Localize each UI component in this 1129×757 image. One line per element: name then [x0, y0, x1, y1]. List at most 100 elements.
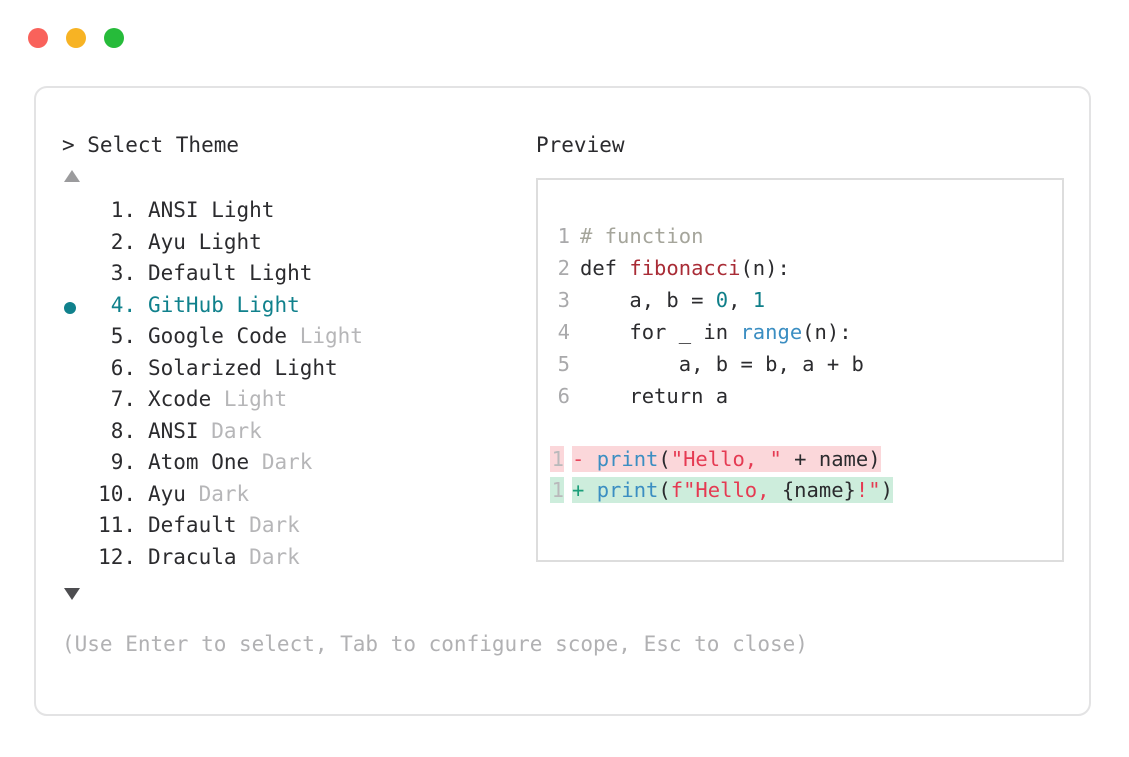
- window-traffic-lights: [28, 28, 124, 48]
- theme-item-index: 6.: [110, 355, 136, 380]
- selection-bullet-slot: [62, 545, 92, 577]
- theme-item-index: 4.: [110, 292, 136, 317]
- code-token: (: [658, 447, 671, 471]
- line-number: 2: [557, 256, 570, 280]
- diff-line-del: 1- print("Hello, " + name): [538, 446, 1062, 477]
- triangle-down-icon[interactable]: [64, 588, 80, 600]
- selection-bullet-slot: [62, 356, 92, 388]
- theme-item-index: 9.: [110, 450, 136, 474]
- code-token: def: [580, 256, 630, 280]
- theme-list-pane: > Select Theme 1. ANSI Light 2. Ayu Light 3.…: [62, 132, 502, 600]
- code-token: range: [740, 320, 803, 344]
- diff-line-add: 1+ print(f"Hello, {name}!"): [538, 477, 1062, 508]
- theme-item-name: ANSI: [148, 418, 199, 443]
- selection-bullet-slot: [62, 261, 92, 293]
- triangle-up-icon[interactable]: [64, 170, 80, 182]
- theme-item-variant: Light: [223, 387, 288, 411]
- theme-item-variant: Light: [236, 292, 300, 317]
- code-token: "Hello, ": [670, 447, 782, 471]
- spacer: [287, 324, 300, 348]
- selection-bullet-slot: [62, 230, 92, 262]
- theme-item-index: 2.: [110, 229, 136, 254]
- spacer: [237, 261, 250, 285]
- code-token: a, b =: [580, 288, 716, 312]
- theme-list-item[interactable]: 11.Default Dark: [62, 513, 502, 545]
- spacer: [237, 513, 250, 537]
- selection-bullet-slot: [62, 324, 92, 356]
- theme-list-item[interactable]: 10.Ayu Dark: [62, 482, 502, 514]
- theme-item-name: Ayu: [148, 229, 186, 254]
- code-line-text: for _ in range(n):: [580, 320, 851, 344]
- diff-line-content: - print("Hello, " + name): [572, 446, 881, 472]
- theme-item-variant: Light: [198, 229, 262, 254]
- theme-list-item[interactable]: 3.Default Light: [62, 261, 502, 293]
- code-token: f"Hello,: [670, 478, 782, 502]
- theme-item-name: Xcode: [148, 387, 212, 411]
- theme-list-item[interactable]: 9.Atom One Dark: [62, 450, 502, 482]
- theme-item-index: 3.: [110, 261, 136, 285]
- selection-bullet-slot: [62, 419, 92, 451]
- code-token: return a: [580, 384, 729, 408]
- code-token: a, b = b, a + b: [580, 352, 864, 376]
- code-token: fibonacci: [629, 256, 741, 280]
- maximize-button[interactable]: [104, 28, 124, 48]
- code-line: 2 def fibonacci(n):: [538, 256, 1062, 288]
- selection-bullet-slot: [62, 387, 92, 419]
- theme-list-item[interactable]: 2. Ayu Light: [62, 230, 502, 262]
- spacer: [249, 450, 262, 474]
- theme-list-item[interactable]: 8.ANSI Dark: [62, 419, 502, 451]
- code-token: 0: [715, 288, 729, 312]
- theme-item-variant: Light: [274, 355, 338, 380]
- theme-item-index: 8.: [110, 418, 136, 443]
- code-token: + name): [781, 447, 881, 471]
- code-token: for _ in: [580, 320, 741, 344]
- theme-item-variant: Dark: [249, 513, 300, 537]
- line-number: 6: [557, 384, 570, 408]
- theme-list-item[interactable]: 6. Solarized Light: [62, 356, 502, 388]
- theme-item-name: Solarized: [148, 355, 262, 380]
- code-token: print: [596, 478, 659, 502]
- code-line: 6 return a: [538, 384, 1062, 416]
- code-token: ,: [728, 288, 753, 312]
- theme-item-index: 7.: [110, 387, 136, 411]
- code-token: {name}: [781, 478, 856, 502]
- theme-list-item[interactable]: 7. Xcode Light: [62, 387, 502, 419]
- code-line-text: def fibonacci(n):: [580, 256, 790, 280]
- preview-label: Preview: [536, 133, 625, 157]
- code-token: ): [880, 478, 893, 502]
- code-token: (n):: [740, 256, 790, 280]
- code-token: print: [596, 447, 659, 471]
- theme-item-name: Dracula: [148, 544, 237, 569]
- theme-item-name: Default: [148, 261, 237, 285]
- spacer: [186, 482, 199, 506]
- line-number: 1: [550, 446, 564, 472]
- selection-bullet-slot: [62, 482, 92, 514]
- theme-item-name: Atom One: [148, 450, 250, 474]
- line-number: 5: [557, 352, 570, 376]
- theme-item-name: ANSI: [148, 198, 199, 222]
- theme-list-item[interactable]: 5.Google Code Light: [62, 324, 502, 356]
- theme-item-variant: Dark: [198, 481, 250, 506]
- theme-item-name: Google Code: [148, 324, 288, 348]
- code-token: (: [658, 478, 671, 502]
- spacer: [237, 545, 250, 569]
- code-line: 5 a, b = b, a + b: [538, 352, 1062, 384]
- theme-item-index: 10.: [98, 481, 136, 506]
- theme-item-variant: Light: [299, 324, 363, 348]
- minimize-button[interactable]: [66, 28, 86, 48]
- page-title: > Select Theme: [62, 133, 240, 157]
- theme-list-item[interactable]: 4.GitHub Light: [62, 293, 502, 325]
- close-button[interactable]: [28, 28, 48, 48]
- code-line-text: return a: [580, 384, 728, 408]
- selection-bullet-slot: [62, 450, 92, 482]
- theme-list-item[interactable]: 12.Dracula Dark: [62, 545, 502, 577]
- theme-item-index: 11.: [98, 513, 136, 537]
- theme-list-item[interactable]: 1.ANSI Light: [62, 198, 502, 230]
- spacer: [199, 198, 212, 222]
- theme-item-index: 1.: [110, 198, 136, 222]
- diff-minus-marker: -: [572, 447, 597, 471]
- code-line: 3 a, b = 0, 1: [538, 288, 1062, 320]
